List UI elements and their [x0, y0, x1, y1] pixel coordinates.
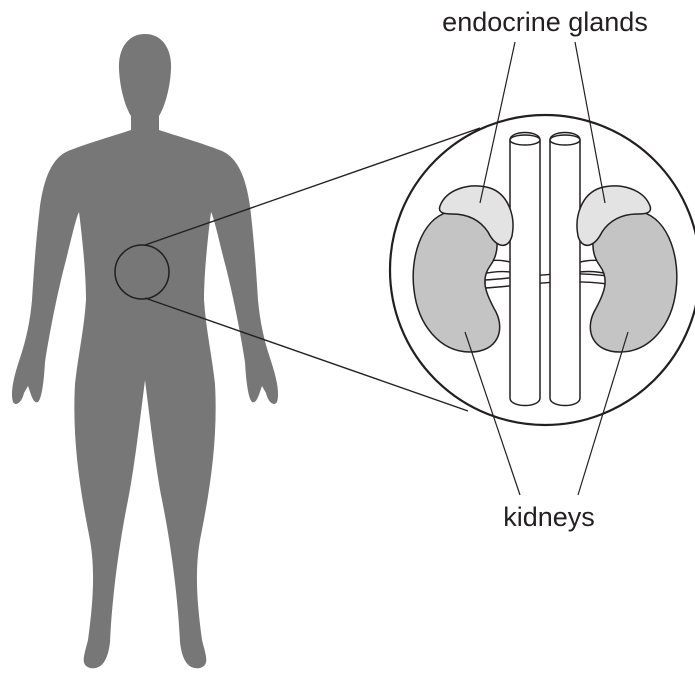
aorta [510, 133, 540, 406]
zoom-origin-circle [115, 245, 169, 299]
human-silhouette [12, 34, 278, 668]
label-endocrine-glands: endocrine glands [442, 7, 648, 37]
aorta-top [510, 135, 540, 145]
vena-cava [550, 133, 580, 406]
vena-cava-top [550, 135, 580, 145]
body-outline [12, 34, 278, 668]
label-kidneys: kidneys [503, 502, 595, 532]
